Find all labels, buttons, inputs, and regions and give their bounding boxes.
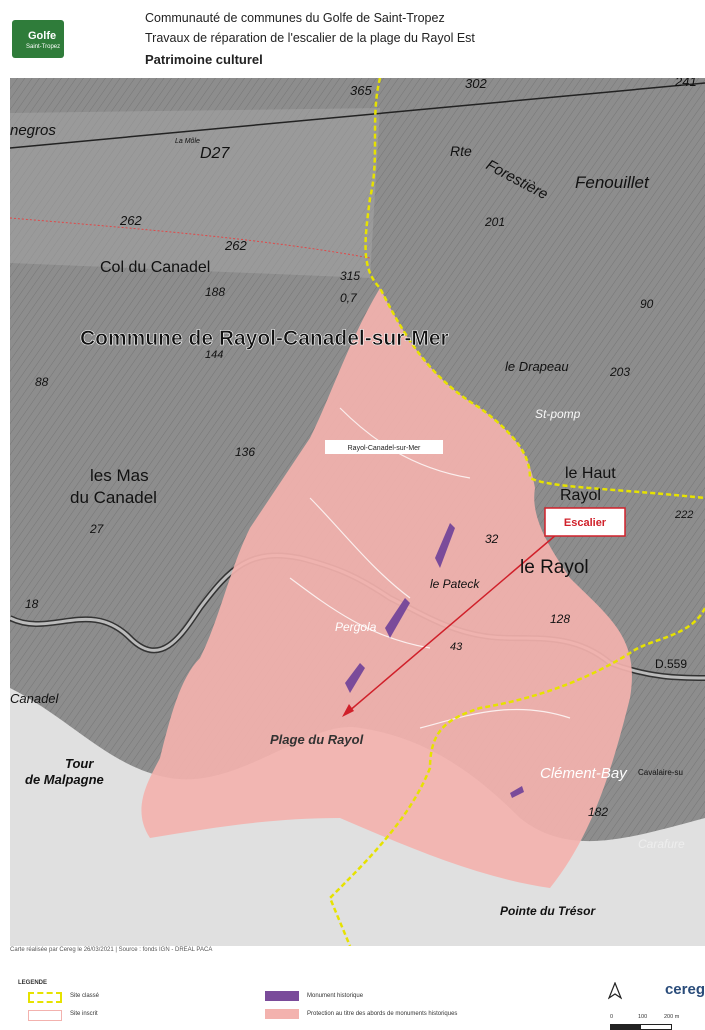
- altitude-label: 241: [674, 78, 697, 89]
- topographic-map[interactable]: Escalier negros La Môle D27 365 302 241 …: [10, 78, 705, 946]
- rayol-label-bg: [325, 440, 443, 454]
- altitude-label: 262: [224, 238, 247, 253]
- legend-swatch-monument: [265, 991, 299, 1001]
- place-label-le-rayol: le Rayol: [520, 557, 589, 578]
- place-label: Carafure: [638, 837, 685, 851]
- altitude-label: 315: [340, 269, 360, 283]
- place-label-fenouillet: Fenouillet: [575, 173, 650, 192]
- scale-label: 0: [610, 1014, 614, 1020]
- altitude-label: 18: [25, 597, 39, 611]
- altitude-label: 182: [588, 805, 608, 819]
- place-label-tour: de Malpagne: [25, 772, 104, 787]
- place-label: le Pateck: [430, 577, 480, 591]
- road-label: D.559: [655, 657, 687, 671]
- monument-historique[interactable]: [345, 663, 365, 693]
- place-label: le Haut: [565, 465, 616, 482]
- escalier-callout-text: Escalier: [564, 517, 607, 529]
- place-label: Canadel: [10, 691, 60, 706]
- place-label: Rayol-Canadel-sur-Mer: [348, 445, 421, 452]
- map-label: negros: [10, 122, 56, 139]
- legend-swatch-protection: [265, 1009, 299, 1019]
- cereg-logo: cereg: [664, 981, 705, 998]
- legend-swatch-site-classe: [28, 992, 62, 1003]
- scale-bar: [610, 1024, 672, 1030]
- scale-label: 100: [638, 1014, 648, 1020]
- place-label-clement-bay: Clément-Bay: [540, 765, 628, 782]
- place-label: Cavalaire-su: [638, 768, 683, 777]
- boundary-dotted-red: [10, 217, 371, 259]
- place-label: Pergola: [335, 620, 377, 634]
- place-label-tresor: Pointe du Trésor: [500, 904, 596, 918]
- legend-swatch-site-inscrit: [28, 1010, 62, 1021]
- legend-title: LEGENDE: [18, 980, 48, 986]
- commune-label: Commune de Rayol-Canadel-sur-Mer: [80, 327, 449, 350]
- header-line-1: Communauté de communes du Golfe de Saint…: [145, 11, 445, 25]
- map-label: La Môle: [175, 138, 200, 145]
- escalier-pointer: [347, 522, 571, 713]
- place-label: Rayol: [560, 487, 601, 504]
- monument-historique[interactable]: [510, 786, 524, 798]
- altitude-label: 262: [119, 213, 142, 228]
- altitude-label: 365: [350, 83, 372, 98]
- place-label: le Drapeau: [505, 359, 569, 374]
- place-label: St-pomp: [535, 407, 581, 421]
- golfe-logo: Golfe Saint-Tropez: [12, 20, 64, 58]
- monument-historique[interactable]: [435, 523, 455, 568]
- header-title: Patrimoine culturel: [145, 52, 263, 67]
- altitude-label: 222: [674, 509, 693, 521]
- map-credit: Carte réalisée par Cereg le 26/03/2021 |…: [10, 947, 213, 953]
- place-label-col: Col du Canadel: [100, 259, 210, 276]
- site-classe-boundary: [364, 78, 705, 500]
- altitude-label: 90: [640, 297, 654, 311]
- place-label-tour: Tour: [65, 756, 94, 771]
- altitude-label: 88: [35, 375, 49, 389]
- legend-label: Site inscrit: [70, 1011, 98, 1017]
- road-label-d27: D27: [200, 145, 230, 162]
- map-label: Rte: [450, 143, 472, 159]
- scale-label: 200 m: [664, 1014, 680, 1020]
- legend-label: Monument historique: [307, 993, 364, 999]
- place-label-mas: les Mas: [90, 466, 149, 485]
- monument-historique[interactable]: [385, 598, 410, 638]
- place-label-plage: Plage du Rayol: [270, 732, 364, 747]
- place-label-mas: du Canadel: [70, 488, 157, 507]
- map-header: Golfe Saint-Tropez Communauté de commune…: [0, 0, 705, 78]
- escalier-callout-box[interactable]: [544, 507, 626, 537]
- altitude-label: 302: [465, 78, 487, 91]
- map-canvas: Escalier negros La Môle D27 365 302 241 …: [10, 78, 705, 946]
- altitude-label: 43: [450, 641, 463, 653]
- altitude-label: 203: [609, 365, 630, 379]
- escalier-arrowhead: [342, 704, 354, 717]
- north-arrow-icon: [607, 981, 623, 1000]
- protection-zone[interactable]: [141, 288, 632, 888]
- altitude-label: 32: [485, 532, 499, 546]
- legend-label: Site classé: [70, 993, 100, 999]
- altitude-label: 27: [89, 522, 105, 536]
- altitude-label: 128: [550, 612, 570, 626]
- site-classe-boundary-south: [328, 607, 705, 946]
- ridge-zone: [10, 108, 380, 278]
- altitude-label: 0,7: [340, 291, 358, 305]
- legend-label: Protection au titre des abords de monume…: [307, 1011, 458, 1017]
- altitude-label: 144: [205, 349, 223, 361]
- legend: LEGENDE Site classé Site inscrit Monumen…: [10, 978, 705, 1030]
- altitude-label: 188: [205, 285, 225, 299]
- altitude-label: 201: [484, 215, 505, 229]
- altitude-label: 136: [235, 445, 255, 459]
- header-line-2: Travaux de réparation de l'escalier de l…: [145, 31, 475, 45]
